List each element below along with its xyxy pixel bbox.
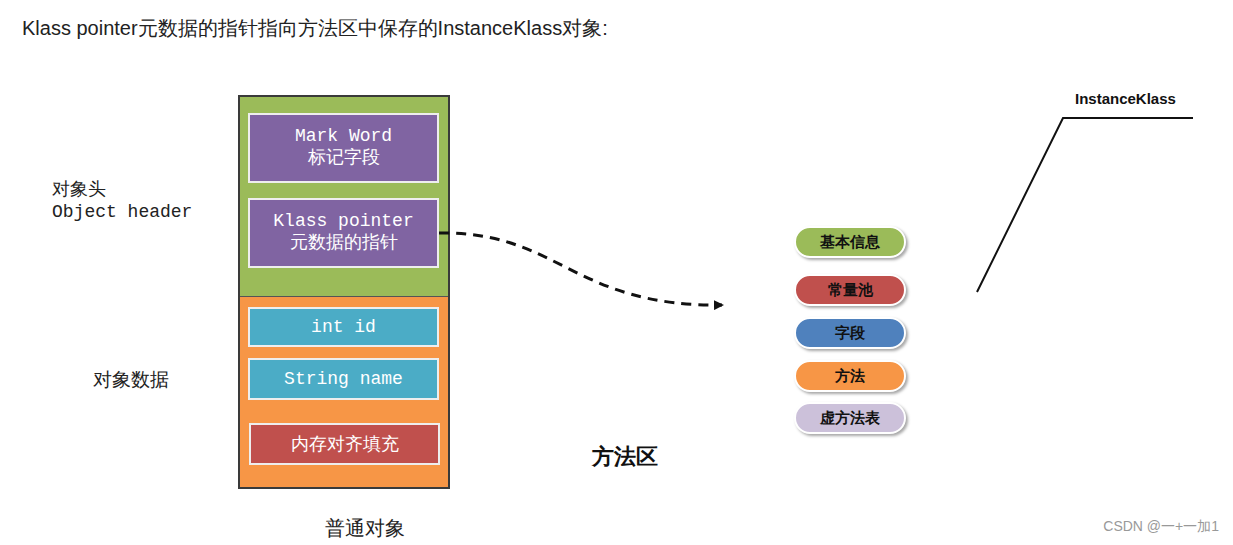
node-text: Mark Word 标记字段: [264, 126, 424, 170]
title: Klass pointer元数据的指针指向方法区中保存的InstanceKlas…: [22, 15, 608, 42]
node-text: 字段: [835, 324, 865, 343]
klass-pointer-box: Klass pointer 元数据的指针: [248, 198, 439, 268]
padding-box: 内存对齐填充: [249, 423, 440, 465]
node-text: 常量池: [828, 281, 873, 300]
method-area: 方法区InstanceKlass基本信息常量池字段方法虚方法表: [575, 155, 1108, 490]
node-heading: 普通对象: [325, 515, 405, 542]
node-text: 基本信息: [820, 233, 880, 252]
dashed-pointer-arrow: [439, 233, 722, 305]
object-data: 对象数据int idString name内存对齐填充: [240, 297, 448, 487]
info-pill: 方法: [794, 360, 906, 392]
field-box: String name: [248, 358, 439, 400]
node-heading: 对象数据: [93, 367, 169, 393]
node-text: 虚方法表: [820, 409, 880, 428]
node-text: String name: [284, 369, 403, 389]
node-text: int id: [311, 317, 376, 337]
info-pill: 基本信息: [794, 226, 906, 258]
node-heading: 对象头: [52, 177, 106, 201]
node-text: 方法: [835, 367, 865, 386]
object-frame: 普通对象对象头Object headerMark Word 标记字段Klass …: [240, 97, 448, 487]
info-pill: 字段: [794, 317, 906, 349]
watermark: CSDN @一+一加1: [1103, 518, 1219, 536]
node-heading: 方法区: [592, 442, 658, 472]
node-text: Klass pointer 元数据的指针: [264, 211, 424, 255]
leader-line: [977, 118, 1193, 292]
instance-klass-doc: InstanceKlass基本信息常量池字段方法虚方法表: [730, 195, 975, 460]
node-text: 内存对齐填充: [291, 432, 399, 456]
object-header: 对象头Object headerMark Word 标记字段Klass poin…: [240, 97, 448, 297]
mark-word-box: Mark Word 标记字段: [248, 113, 439, 183]
field-box: int id: [248, 307, 439, 347]
node-heading: Object header: [52, 202, 192, 222]
node-heading: InstanceKlass: [1075, 90, 1176, 107]
info-pill: 常量池: [794, 274, 906, 306]
info-pill: 虚方法表: [794, 402, 906, 434]
